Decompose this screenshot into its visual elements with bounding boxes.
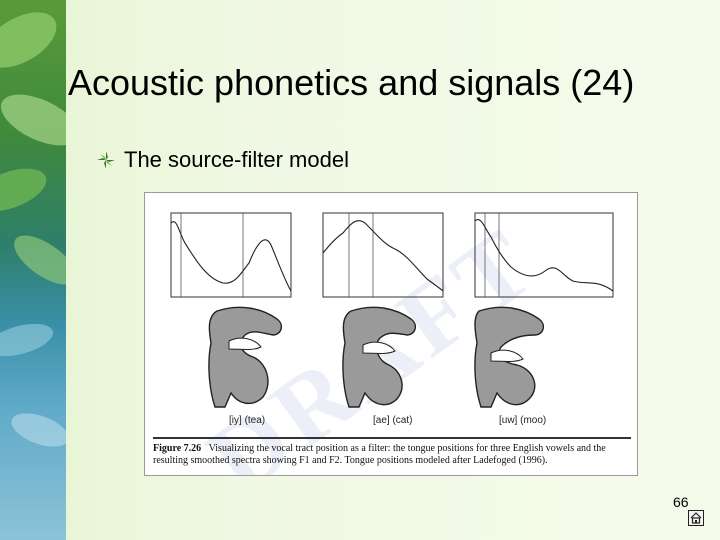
bullet-text: The source-filter model [124,147,349,172]
home-icon [690,512,702,524]
home-button[interactable] [688,510,704,526]
figure-illustration [170,212,614,408]
vowel-label-ae: [ae] (cat) [373,415,413,426]
decorative-leaf-strip [0,0,66,540]
caption-label: Figure 7.26 [153,443,202,454]
bullet-item: The source-filter model [96,146,349,174]
slide-title: Acoustic phonetics and signals (24) [68,62,635,103]
vowel-label-uw: [uw] (moo) [499,415,547,426]
leaf-bullet-icon [96,150,116,170]
figure-caption: Figure 7.26 Visualizing the vocal tract … [153,437,631,467]
caption-text: Visualizing the vocal tract position as … [153,443,606,466]
page-number: 66 [673,494,689,510]
textbook-figure: DRAFT [iy] (tea) [144,192,638,476]
vowel-label-iy: [iy] (tea) [229,415,266,426]
